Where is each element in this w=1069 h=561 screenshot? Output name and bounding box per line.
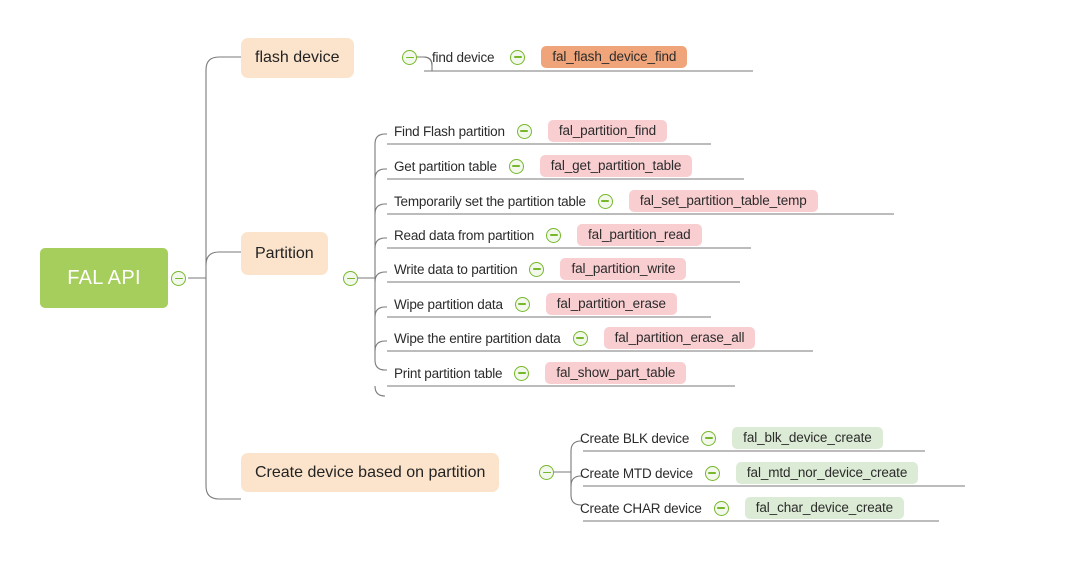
root-node-label: FAL API bbox=[67, 266, 141, 289]
leaf-label: Wipe the entire partition data bbox=[394, 330, 561, 346]
leaf-row-find-flash-partition[interactable]: Find Flash partition fal_partition_find bbox=[394, 118, 668, 144]
api-badge[interactable]: fal_flash_device_find bbox=[541, 45, 688, 69]
leaf-row-write-data-to-partition[interactable]: Write data to partition fal_partition_wr… bbox=[394, 256, 687, 282]
api-badge[interactable]: fal_show_part_table bbox=[545, 361, 687, 385]
leaf-collapse-toggle-icon[interactable] bbox=[597, 193, 613, 209]
api-badge[interactable]: fal_set_partition_table_temp bbox=[628, 189, 818, 213]
root-collapse-toggle-icon[interactable] bbox=[171, 271, 186, 286]
leaf-label: Create CHAR device bbox=[580, 500, 702, 516]
leaf-row-find-device[interactable]: find device fal_flash_device_find bbox=[432, 44, 688, 70]
leaf-row-read-data-from-partition[interactable]: Read data from partition fal_partition_r… bbox=[394, 222, 702, 248]
leaf-row-wipe-partition-data[interactable]: Wipe partition data fal_partition_erase bbox=[394, 291, 677, 317]
api-badge[interactable]: fal_get_partition_table bbox=[539, 154, 693, 178]
api-badge[interactable]: fal_blk_device_create bbox=[732, 426, 883, 450]
api-badge[interactable]: fal_char_device_create bbox=[744, 496, 905, 520]
leaf-label: find device bbox=[432, 49, 495, 65]
leaf-collapse-toggle-icon[interactable] bbox=[508, 158, 524, 174]
leaf-collapse-toggle-icon[interactable] bbox=[514, 296, 530, 312]
api-badge[interactable]: fal_partition_find bbox=[547, 119, 668, 143]
leaf-collapse-toggle-icon[interactable] bbox=[529, 261, 545, 277]
leaf-collapse-toggle-icon[interactable] bbox=[516, 123, 532, 139]
leaf-row-create-mtd-device[interactable]: Create MTD device fal_mtd_nor_device_cre… bbox=[580, 460, 919, 486]
leaf-label: Read data from partition bbox=[394, 227, 535, 243]
branch-node-create-device[interactable]: Create device based on partition bbox=[241, 453, 500, 492]
leaf-label: Create BLK device bbox=[580, 430, 690, 446]
leaf-collapse-toggle-icon[interactable] bbox=[701, 430, 717, 446]
leaf-label: Print partition table bbox=[394, 365, 503, 381]
leaf-collapse-toggle-icon[interactable] bbox=[510, 49, 526, 65]
api-badge[interactable]: fal_partition_erase bbox=[545, 292, 677, 316]
api-badge[interactable]: fal_partition_write bbox=[560, 257, 687, 281]
leaf-collapse-toggle-icon[interactable] bbox=[713, 500, 729, 516]
leaf-label: Get partition table bbox=[394, 158, 497, 174]
api-badge[interactable]: fal_partition_read bbox=[577, 223, 702, 247]
leaf-collapse-toggle-icon[interactable] bbox=[514, 365, 530, 381]
branch-node-partition[interactable]: Partition bbox=[241, 232, 328, 275]
branch-node-flash-device[interactable]: flash device bbox=[241, 38, 354, 78]
branch-collapse-toggle-icon-create-device[interactable] bbox=[539, 465, 554, 480]
leaf-row-create-blk-device[interactable]: Create BLK device fal_blk_device_create bbox=[580, 425, 883, 451]
leaf-collapse-toggle-icon[interactable] bbox=[572, 330, 588, 346]
branch-label: Partition bbox=[255, 244, 314, 262]
leaf-label: Create MTD device bbox=[580, 465, 693, 481]
leaf-label: Temporarily set the partition table bbox=[394, 193, 586, 209]
leaf-label: Wipe partition data bbox=[394, 296, 503, 312]
leaf-collapse-toggle-icon[interactable] bbox=[546, 227, 562, 243]
leaf-label: Find Flash partition bbox=[394, 123, 505, 139]
api-badge[interactable]: fal_partition_erase_all bbox=[603, 326, 756, 350]
leaf-row-print-partition-table[interactable]: Print partition table fal_show_part_tabl… bbox=[394, 360, 687, 386]
api-badge[interactable]: fal_mtd_nor_device_create bbox=[735, 461, 919, 485]
leaf-collapse-toggle-icon[interactable] bbox=[704, 465, 720, 481]
branch-label: Create device based on partition bbox=[255, 463, 486, 481]
leaf-row-get-partition-table[interactable]: Get partition table fal_get_partition_ta… bbox=[394, 153, 693, 179]
root-node[interactable]: FAL API bbox=[40, 248, 168, 308]
branch-collapse-toggle-icon-partition[interactable] bbox=[343, 271, 358, 286]
leaf-label: Write data to partition bbox=[394, 261, 518, 277]
leaf-row-create-char-device[interactable]: Create CHAR device fal_char_device_creat… bbox=[580, 495, 905, 521]
branch-label: flash device bbox=[255, 49, 340, 66]
leaf-row-wipe-entire-partition-data[interactable]: Wipe the entire partition data fal_parti… bbox=[394, 325, 756, 351]
leaf-row-set-partition-table-temp[interactable]: Temporarily set the partition table fal_… bbox=[394, 188, 818, 214]
branch-collapse-toggle-icon-flash-device[interactable] bbox=[402, 50, 417, 65]
